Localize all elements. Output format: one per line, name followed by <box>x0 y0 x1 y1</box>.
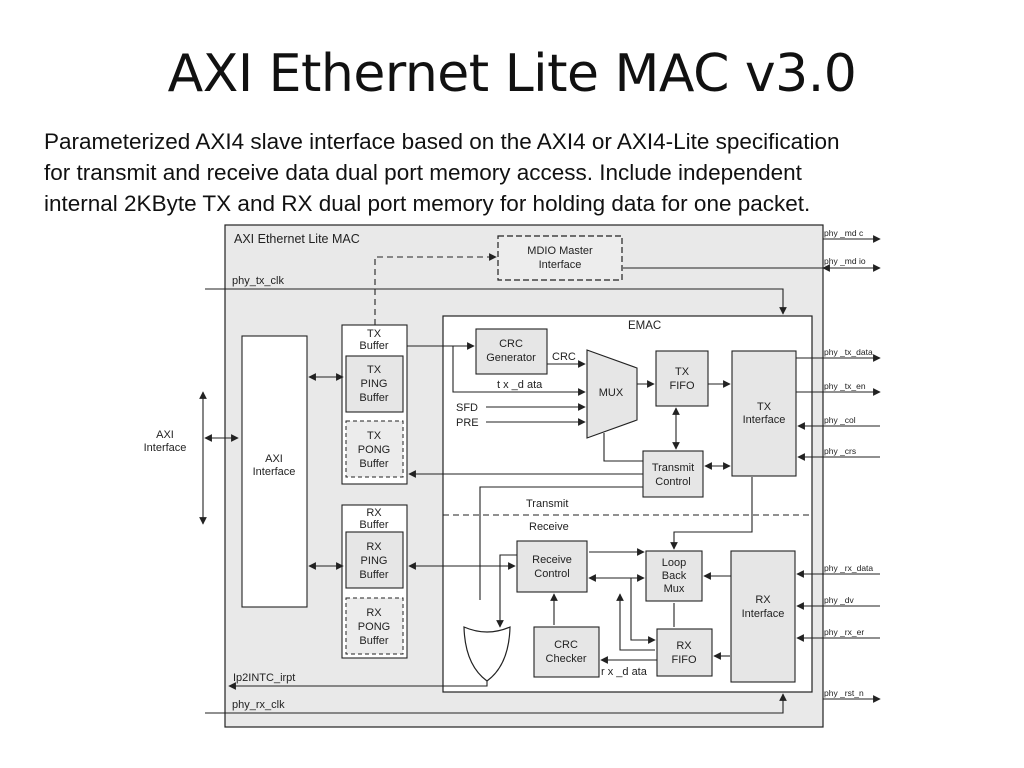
tx-ping-label-2: PING <box>361 378 388 390</box>
phy-dv-label: phy _dv <box>824 595 855 605</box>
loop-back-mux-label-2: Back <box>662 570 687 582</box>
rx-fifo-label-2: FIFO <box>671 654 696 666</box>
mux-label: MUX <box>599 387 624 399</box>
ip2intc-irpt-label: Ip2INTC_irpt <box>233 672 295 684</box>
tx-ping-label-1: TX <box>367 364 382 376</box>
phy-rx-clk-label: phy_rx_clk <box>232 699 285 711</box>
rx-buffer-label-1: RX <box>366 507 382 519</box>
phy-tx-clk-label: phy_tx_clk <box>232 275 284 287</box>
tx-buffer-label-1: TX <box>367 328 382 340</box>
tx-interface-block <box>731 350 797 477</box>
crc-generator-label-1: CRC <box>499 338 523 350</box>
crc-generator-label-2: Generator <box>486 352 536 364</box>
body-line-3: internal 2KByte TX and RX dual port memo… <box>44 191 811 216</box>
phy-rst-n-label: phy _rst_n <box>824 688 864 698</box>
rx-pong-buffer <box>345 597 404 655</box>
mdio-label-1: MDIO Master <box>527 245 593 257</box>
receive-control-label-1: Receive <box>532 554 572 566</box>
rx-ping-label-3: Buffer <box>359 569 388 581</box>
tx-pong-label-3: Buffer <box>359 458 388 470</box>
rx-pong-label-2: PONG <box>358 621 390 633</box>
tx-interface-label-2: Interface <box>743 414 786 426</box>
loop-back-mux-label-3: Mux <box>664 583 685 595</box>
transmit-label: Transmit <box>526 498 568 510</box>
phy-crs-label: phy _crs <box>824 446 856 456</box>
outer-label: AXI Ethernet Lite MAC <box>234 232 360 246</box>
crc-generator-block <box>475 328 548 375</box>
rx-interface-label-2: Interface <box>742 608 785 620</box>
slide-body-text: Parameterized AXI4 slave interface based… <box>44 126 1004 219</box>
receive-control-block <box>516 540 588 593</box>
rx-buffer-label-2: Buffer <box>359 519 388 531</box>
phy-mdc-label: phy _md c <box>824 228 864 238</box>
mdio-master-box <box>497 235 623 281</box>
rx-pong-label-3: Buffer <box>359 635 388 647</box>
tx-fifo-label-1: TX <box>675 366 690 378</box>
tx-ping-buffer <box>345 355 404 413</box>
tx-interface-label-1: TX <box>757 401 772 413</box>
pre-label: PRE <box>456 417 479 429</box>
body-line-2: for transmit and receive data dual port … <box>44 160 802 185</box>
body-line-1: Parameterized AXI4 slave interface based… <box>44 129 840 154</box>
tx-fifo-label-2: FIFO <box>669 380 694 392</box>
receive-label: Receive <box>529 521 569 533</box>
tx-pong-label-1: TX <box>367 430 382 442</box>
emac-label: EMAC <box>628 320 661 332</box>
rx-pong-label-1: RX <box>366 607 382 619</box>
phy-mdio-label: phy _md io <box>824 256 866 266</box>
rx-fifo-block <box>656 628 713 677</box>
tx-pong-buffer <box>345 420 404 478</box>
axi-interface-block <box>241 335 308 608</box>
right-signal-group: phy _md c phy _md io phy _tx_data phy _t… <box>623 228 881 703</box>
crc-checker-block <box>533 626 600 678</box>
axi-external-label-2: Interface <box>144 442 187 454</box>
loop-back-mux-block <box>645 550 703 602</box>
rx-fifo-label-1: RX <box>676 640 692 652</box>
loop-back-mux-label-1: Loop <box>662 557 686 569</box>
or-gate <box>463 626 511 682</box>
mdio-label-2: Interface <box>539 259 582 271</box>
sfd-label: SFD <box>456 402 478 414</box>
tx-ping-label-3: Buffer <box>359 392 388 404</box>
phy-rx-er-label: phy _rx_er <box>824 627 864 637</box>
transmit-control-label-1: Transmit <box>652 462 694 474</box>
crc-checker-label-2: Checker <box>546 653 587 665</box>
receive-control-label-2: Control <box>534 568 569 580</box>
axi-external-label-1: AXI <box>156 429 174 441</box>
axi-internal-label-2: Interface <box>253 466 296 478</box>
transmit-control-label-2: Control <box>655 476 690 488</box>
crc-signal-label: CRC <box>552 351 576 363</box>
mux-block <box>586 349 638 439</box>
rx-data-signal-label: r x _d ata <box>601 666 648 678</box>
phy-tx-en-label: phy _tx_en <box>824 381 866 391</box>
phy-col-label: phy _col <box>824 415 856 425</box>
rx-interface-block <box>730 550 796 683</box>
slide-title: AXI Ethernet Lite MAC v3.0 <box>167 44 857 104</box>
phy-tx-data-label: phy _tx_data <box>824 347 873 357</box>
tx-buffer-label-2: Buffer <box>359 340 388 352</box>
tx-pong-label-2: PONG <box>358 444 390 456</box>
rx-ping-label-2: PING <box>361 555 388 567</box>
rx-interface-label-1: RX <box>755 594 771 606</box>
transmit-control-block <box>642 450 704 498</box>
tx-fifo-block <box>655 350 709 407</box>
phy-rx-data-label: phy _rx_data <box>824 563 873 573</box>
crc-checker-label-1: CRC <box>554 639 578 651</box>
rx-ping-buffer <box>345 531 404 589</box>
tx-data-signal-label: t x _d ata <box>497 379 543 391</box>
rx-ping-label-1: RX <box>366 541 382 553</box>
axi-internal-label-1: AXI <box>265 453 283 465</box>
